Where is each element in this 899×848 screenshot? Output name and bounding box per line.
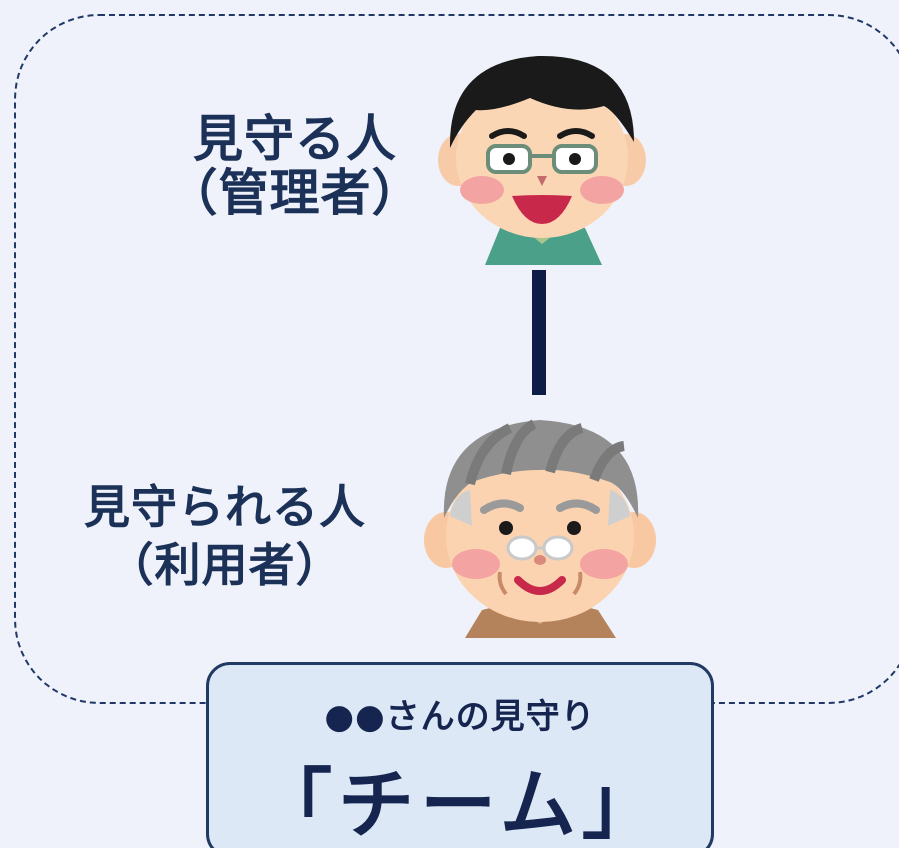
team-name-box: ●●さんの見守り 「チーム」: [206, 662, 714, 848]
team-title: 「チーム」: [256, 760, 664, 848]
manager-role-subtitle: （管理者）: [167, 164, 423, 222]
manager-role-title: 見守る人: [193, 110, 397, 168]
connector-line: [532, 270, 546, 395]
user-role-title: 見守られる人: [84, 480, 366, 534]
manager-role-label: 見守る人 （管理者）: [160, 112, 430, 220]
user-role-subtitle: （利用者）: [107, 538, 343, 592]
team-subtitle: ●●さんの見守り: [324, 697, 596, 737]
user-role-label: 見守られる人 （利用者）: [40, 478, 410, 594]
elderly-man-with-glasses-icon: [424, 419, 656, 638]
young-man-with-glasses-icon: [438, 55, 646, 265]
